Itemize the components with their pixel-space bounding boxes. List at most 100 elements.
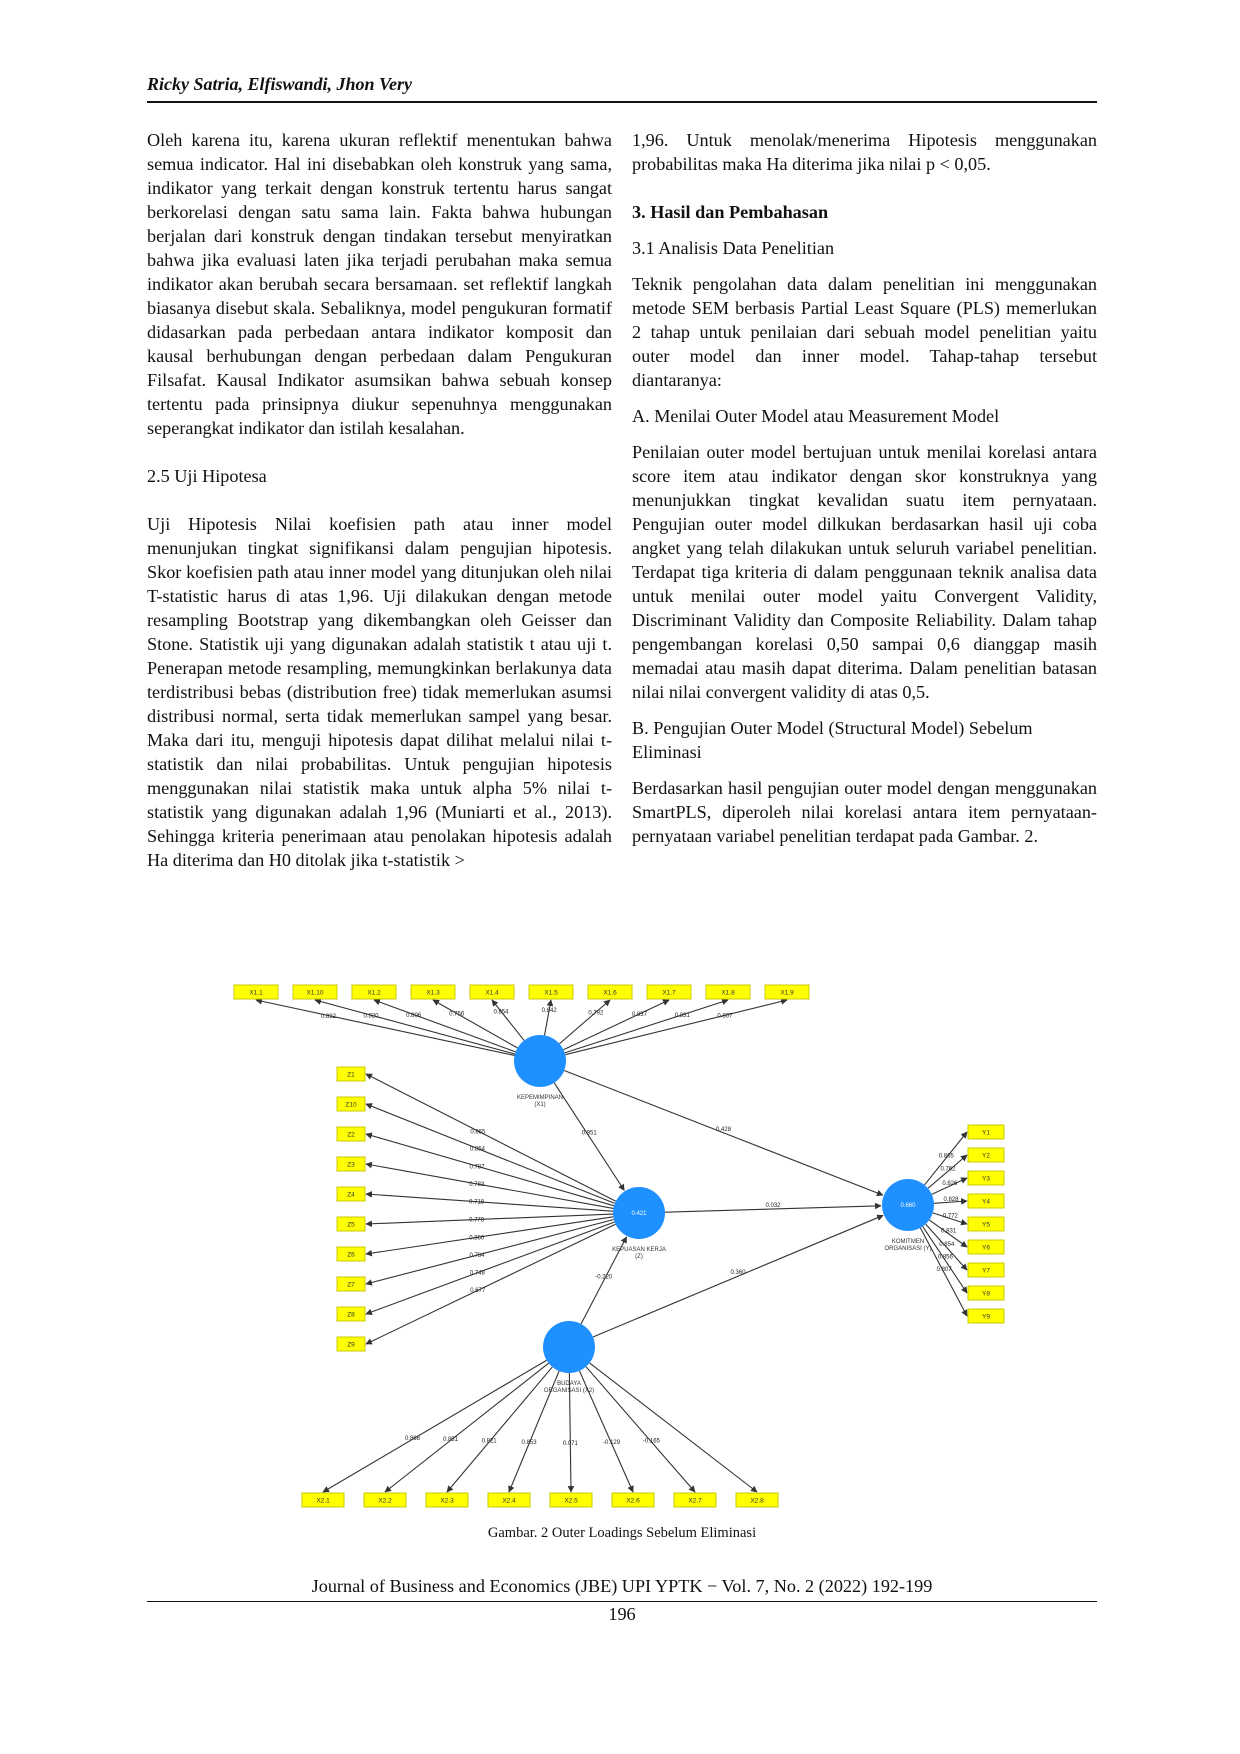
indicator-x1-4-label: X1.4 bbox=[485, 990, 499, 997]
loading-arrow-x1-4 bbox=[491, 999, 525, 1041]
loading-arrow-z4 bbox=[365, 1191, 614, 1212]
indicator-x1-9-label: X1.9 bbox=[780, 990, 794, 997]
loading-value-x2-6: -0.129 bbox=[603, 1440, 621, 1446]
latent-node-z-r2: 0.421 bbox=[631, 1211, 647, 1217]
loading-value-x2-4: 0.853 bbox=[522, 1440, 538, 1446]
loading-arrow-z10 bbox=[365, 1103, 616, 1204]
latent-node-x2 bbox=[543, 1321, 595, 1373]
path-x1-z-value: 0.851 bbox=[582, 1131, 598, 1137]
indicator-z9-label: Z9 bbox=[347, 1342, 355, 1349]
loading-value-y8: 0.856 bbox=[938, 1255, 954, 1261]
loading-value-z8: 0.748 bbox=[470, 1271, 486, 1277]
loading-value-x1-4: 0.854 bbox=[493, 1010, 509, 1016]
indicator-x2-3-label: X2.3 bbox=[440, 1498, 454, 1505]
latent-node-x2-label-1: BUDAYA bbox=[557, 1381, 581, 1387]
indicator-x2-5-label: X2.5 bbox=[564, 1498, 578, 1505]
loading-value-y7: 0.854 bbox=[939, 1242, 955, 1248]
loading-value-x1-1: 0.822 bbox=[321, 1014, 337, 1020]
loading-value-z7: 0.784 bbox=[469, 1253, 485, 1259]
figure-caption: Gambar. 2 Outer Loadings Sebelum Elimina… bbox=[487, 1525, 757, 1541]
indicator-x2-4-label: X2.4 bbox=[502, 1498, 516, 1505]
latent-node-z bbox=[613, 1187, 665, 1239]
loading-arrow-x2-7 bbox=[585, 1366, 696, 1493]
running-header-authors: Ricky Satria, Elfiswandi, Jhon Very bbox=[147, 74, 413, 94]
indicator-x1-3-label: X1.3 bbox=[426, 990, 440, 997]
loading-arrow-y6 bbox=[928, 1219, 968, 1248]
loading-value-z5: 0.778 bbox=[469, 1218, 485, 1224]
loading-value-z3: 0.783 bbox=[469, 1182, 485, 1188]
indicator-y9-label: Y9 bbox=[982, 1314, 990, 1321]
indicator-x1-4 bbox=[469, 984, 515, 1000]
loading-arrow-x2-5 bbox=[567, 1372, 575, 1493]
loading-arrow-z6 bbox=[365, 1216, 614, 1257]
loading-value-x1-9: 0.807 bbox=[717, 1014, 733, 1020]
subsection-heading-3-1: 3.1 Analisis Data Penelitian bbox=[632, 238, 835, 258]
loading-value-x2-2: 0.851 bbox=[443, 1437, 459, 1443]
loading-value-y9: 0.807 bbox=[937, 1267, 953, 1273]
loading-arrow-x2-3 bbox=[446, 1366, 553, 1493]
loading-arrow-x1-5 bbox=[544, 999, 554, 1036]
loading-value-x1-5: 0.842 bbox=[542, 1008, 558, 1014]
footer-rule bbox=[147, 1601, 1097, 1602]
loading-arrow-y1 bbox=[924, 1131, 968, 1186]
path-x1-y bbox=[564, 1069, 884, 1197]
indicator-z2 bbox=[336, 1126, 366, 1142]
latent-node-y-label-1: KOMITMEN bbox=[892, 1239, 924, 1245]
loading-arrow-y9 bbox=[919, 1227, 968, 1317]
indicator-x1-8 bbox=[705, 984, 751, 1000]
indicator-z2-label: Z2 bbox=[347, 1132, 355, 1139]
indicator-y6-label: Y6 bbox=[982, 1245, 990, 1252]
heading-b: B. Pengujian Outer Model (Structural Mod… bbox=[632, 718, 1033, 762]
loading-value-z4: 0.718 bbox=[469, 1200, 485, 1206]
latent-node-y-r2: 0.660 bbox=[900, 1203, 916, 1209]
indicator-x2-6 bbox=[611, 1492, 655, 1508]
indicator-x1-1 bbox=[233, 984, 279, 1000]
indicator-x1-1-label: X1.1 bbox=[249, 990, 263, 997]
loading-value-y6: 0.831 bbox=[941, 1228, 957, 1234]
indicator-y1-label: Y1 bbox=[982, 1130, 990, 1137]
loading-value-y2: 0.762 bbox=[940, 1167, 956, 1173]
indicator-y6 bbox=[967, 1239, 1005, 1255]
loading-arrow-x1-10 bbox=[314, 998, 516, 1055]
right-paragraph-1: 1,96. Untuk menolak/menerima Hipotesis m… bbox=[632, 130, 1097, 174]
loading-arrow-x1-1 bbox=[255, 998, 515, 1056]
path-z-y bbox=[664, 1202, 882, 1213]
indicator-z8-label: Z8 bbox=[347, 1312, 355, 1319]
latent-node-x1-label-2: (X1) bbox=[534, 1102, 545, 1108]
indicator-x1-5 bbox=[528, 984, 574, 1000]
indicator-z7 bbox=[336, 1276, 366, 1292]
latent-node-x2-label-2: ORGANISASI (X2) bbox=[544, 1388, 594, 1394]
path-x2-z bbox=[580, 1236, 627, 1325]
loading-value-x2-5: 0.071 bbox=[563, 1441, 579, 1447]
indicator-y8-label: Y8 bbox=[982, 1291, 990, 1298]
loading-value-x1-7: 0.837 bbox=[632, 1012, 648, 1018]
heading-a: A. Menilai Outer Model atau Measurement … bbox=[632, 406, 1000, 426]
header-rule bbox=[147, 101, 1097, 103]
loading-arrow-x1-3 bbox=[432, 999, 518, 1049]
loading-arrow-x1-9 bbox=[565, 998, 788, 1056]
path-x1-y-value: 0.428 bbox=[716, 1127, 732, 1133]
latent-node-y bbox=[882, 1179, 934, 1231]
loading-value-x1-10: 0.820 bbox=[363, 1013, 379, 1019]
indicator-y1 bbox=[967, 1124, 1005, 1140]
indicator-x2-7-label: X2.7 bbox=[688, 1498, 702, 1505]
indicator-z1-label: Z1 bbox=[347, 1072, 355, 1079]
left-column: Oleh karena itu, karena ukuran reflektif… bbox=[147, 128, 612, 872]
indicator-z6-label: Z6 bbox=[347, 1252, 355, 1259]
indicator-x2-8-label: X2.8 bbox=[750, 1498, 764, 1505]
loading-arrow-x2-2 bbox=[384, 1362, 549, 1493]
indicator-y5 bbox=[967, 1216, 1005, 1232]
loading-value-y4: 0.828 bbox=[943, 1197, 959, 1203]
indicator-z4-label: Z4 bbox=[347, 1192, 355, 1199]
indicator-x1-7 bbox=[646, 984, 692, 1000]
latent-node-x1 bbox=[514, 1035, 566, 1087]
indicator-x1-3 bbox=[410, 984, 456, 1000]
indicator-x1-2 bbox=[351, 984, 397, 1000]
left-paragraph-1: Oleh karena itu, karena ukuran reflektif… bbox=[147, 130, 612, 438]
indicator-y4 bbox=[967, 1193, 1005, 1209]
indicator-y2 bbox=[967, 1147, 1005, 1163]
path-z-y-value: 0.032 bbox=[765, 1203, 781, 1209]
path-x2-z-value: -0.220 bbox=[595, 1274, 613, 1280]
loading-value-x1-6: 0.792 bbox=[588, 1011, 604, 1017]
